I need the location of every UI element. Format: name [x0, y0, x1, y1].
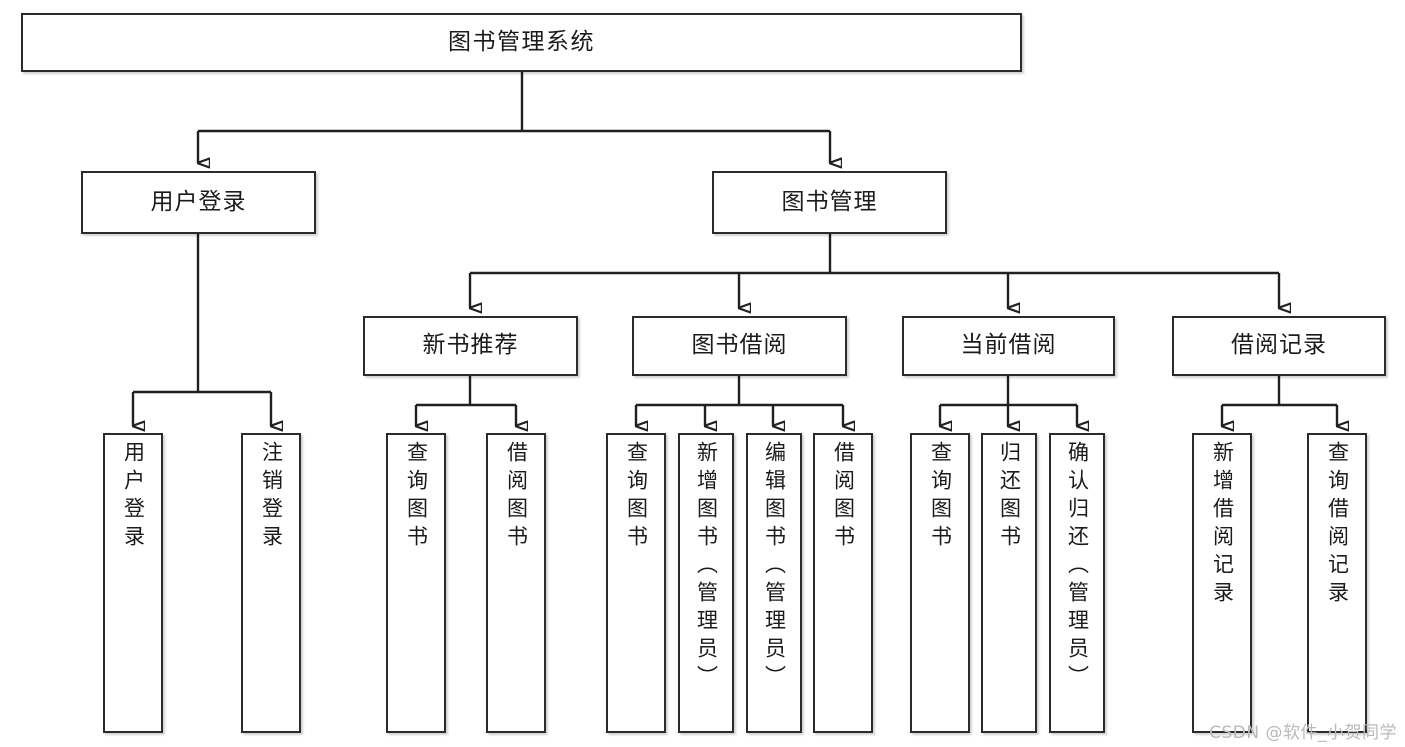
leaf-user-logout[interactable]: 注销登录	[241, 433, 301, 733]
leaf-borrow-borrow-book[interactable]: 借阅图书	[813, 433, 873, 733]
node-root-system[interactable]: 图书管理系统	[21, 13, 1022, 72]
node-label: 新增图书（管理员）	[694, 441, 719, 693]
leaf-record-query-record[interactable]: 查询借阅记录	[1307, 433, 1367, 733]
node-label: 确认归还（管理员）	[1065, 441, 1090, 693]
leaf-newbook-borrow-book[interactable]: 借阅图书	[486, 433, 546, 733]
node-label: 图书管理系统	[448, 28, 595, 55]
node-label: 借阅图书	[831, 441, 856, 553]
node-label: 编辑图书（管理员）	[762, 441, 787, 693]
node-borrow-record[interactable]: 借阅记录	[1172, 316, 1386, 376]
node-label: 查询图书	[928, 441, 953, 553]
node-label: 查询图书	[404, 441, 429, 553]
leaf-borrow-add-book-admin[interactable]: 新增图书（管理员）	[678, 433, 734, 733]
leaf-borrow-query-book[interactable]: 查询图书	[606, 433, 666, 733]
node-book-management[interactable]: 图书管理	[712, 171, 947, 234]
node-label: 当前借阅	[960, 332, 1057, 359]
leaf-current-query-book[interactable]: 查询图书	[910, 433, 970, 733]
node-label: 注销登录	[259, 441, 284, 553]
leaf-newbook-query-book[interactable]: 查询图书	[386, 433, 446, 733]
node-label: 新增借阅记录	[1210, 441, 1235, 609]
leaf-user-login[interactable]: 用户登录	[103, 433, 163, 733]
node-label: 图书借阅	[691, 332, 788, 359]
csdn-watermark: CSDN @软件_小贺同学	[1209, 723, 1397, 743]
node-label: 用户登录	[150, 188, 247, 215]
leaf-current-return-book[interactable]: 归还图书	[981, 433, 1037, 733]
node-new-book-recommend[interactable]: 新书推荐	[363, 316, 578, 376]
node-user-login[interactable]: 用户登录	[81, 171, 316, 234]
node-label: 新书推荐	[422, 332, 519, 359]
node-label: 查询借阅记录	[1325, 441, 1350, 609]
leaf-record-add-record[interactable]: 新增借阅记录	[1192, 433, 1252, 733]
leaf-current-confirm-return-admin[interactable]: 确认归还（管理员）	[1049, 433, 1105, 733]
node-label: 图书管理	[781, 188, 878, 215]
node-book-borrow[interactable]: 图书借阅	[632, 316, 847, 376]
node-label: 借阅记录	[1231, 332, 1327, 359]
node-current-borrow[interactable]: 当前借阅	[902, 316, 1115, 376]
node-label: 借阅图书	[504, 441, 529, 553]
node-label: 归还图书	[997, 441, 1022, 553]
node-label: 查询图书	[624, 441, 649, 553]
leaf-borrow-edit-book-admin[interactable]: 编辑图书（管理员）	[746, 433, 802, 733]
node-label: 用户登录	[121, 441, 146, 553]
